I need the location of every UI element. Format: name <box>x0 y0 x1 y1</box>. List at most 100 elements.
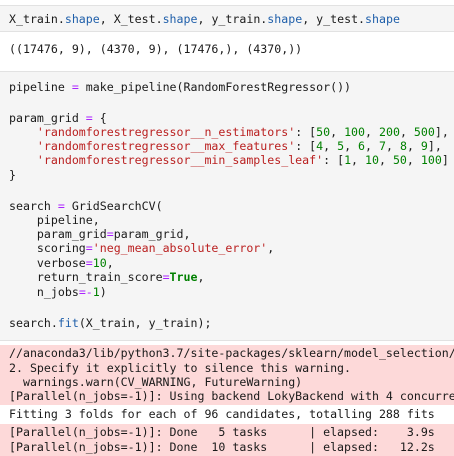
output-cell-shapes: ((17476, 9), (4370, 9), (17476,), (4370,… <box>0 36 454 66</box>
code-token: 10 <box>365 153 379 167</box>
code-token <box>9 153 37 167</box>
code-token: 100 <box>420 153 442 167</box>
code-token: param_grid <box>9 111 86 125</box>
stderr-line: [Parallel(n_jobs=-1)]: Done 5 tasks | el… <box>9 425 435 439</box>
code-token: scoring <box>9 241 86 255</box>
code-token: 200 <box>379 125 400 139</box>
code-cell-shapes[interactable]: X_train.shape, X_test.shape, y_train.sha… <box>0 5 454 32</box>
code-token: search <box>9 199 58 213</box>
code-token: , <box>323 139 338 153</box>
code-line: search.fit(X_train, y_train); <box>9 316 211 330</box>
code-token: : [ <box>295 139 317 153</box>
code-token: , <box>385 139 400 153</box>
code-token: verbose <box>9 256 86 270</box>
code-token: GridSearchCV( <box>64 199 163 213</box>
code-token: ) <box>99 285 107 299</box>
code-line: X_train.shape, X_test.shape, y_train.sha… <box>9 12 400 26</box>
code-token: 6 <box>358 139 366 153</box>
code-token: , <box>197 270 205 284</box>
code-token: X_train. <box>9 12 65 26</box>
code-line: param_grid = { <box>9 111 107 125</box>
code-token: 5 <box>337 139 345 153</box>
code-token: 50 <box>316 125 331 139</box>
code-token: , <box>406 153 421 167</box>
code-token: 'neg_mean_absolute_error' <box>92 241 268 255</box>
stderr-line: [Parallel(n_jobs=-1)]: Using backend Lok… <box>9 389 454 403</box>
code-token: fit <box>57 316 79 330</box>
code-cell-gridsearch[interactable]: pipeline = make_pipeline(RandomForestReg… <box>0 71 454 341</box>
code-line: search = GridSearchCV( <box>9 199 163 213</box>
code-token: = <box>85 241 93 255</box>
code-line: 'randomforestregressor__min_samples_leaf… <box>9 153 449 167</box>
code-token: 1 <box>92 285 100 299</box>
code-token: , <box>267 241 275 255</box>
code-line: param_grid=param_grid, <box>9 227 191 241</box>
code-token: : [ <box>295 125 317 139</box>
code-token: pipeline <box>9 80 72 94</box>
code-line: pipeline, <box>9 213 100 227</box>
code-token: shape <box>267 12 303 26</box>
code-token: : [ <box>323 153 345 167</box>
code-line: return_train_score=True, <box>9 270 205 284</box>
code-token: shape <box>162 12 198 26</box>
code-token: , <box>344 139 359 153</box>
code-token: , y_test. <box>302 12 366 26</box>
stderr-output-warning: //anaconda3/lib/python3.7/site-packages/… <box>0 345 454 405</box>
code-token: 7 <box>379 139 386 153</box>
code-token: (X_train, y_train); <box>78 316 212 330</box>
code-token: , <box>365 139 379 153</box>
code-token: ] <box>441 153 449 167</box>
code-token: = <box>162 270 170 284</box>
code-token: , <box>378 153 393 167</box>
code-token: 10 <box>92 256 107 270</box>
code-token: 50 <box>392 153 407 167</box>
code-token: return_train_score <box>9 270 163 284</box>
code-token: search. <box>9 316 58 330</box>
code-token: 1 <box>344 153 352 167</box>
code-token: 100 <box>344 125 366 139</box>
code-token: , <box>106 256 114 270</box>
code-line: verbose=10, <box>9 256 114 270</box>
code-token: = <box>57 199 65 213</box>
code-token: , y_train. <box>197 12 268 26</box>
code-token: 500 <box>413 125 435 139</box>
code-token: = <box>85 111 93 125</box>
code-token: 4 <box>316 139 324 153</box>
code-token: { <box>92 111 107 125</box>
code-token: shape <box>64 12 100 26</box>
code-token: param_grid, <box>113 227 191 241</box>
code-token: 'randomforestregressor__max_features' <box>36 139 296 153</box>
code-token: True <box>169 270 198 284</box>
code-line: 'randomforestregressor__max_features': [… <box>9 139 442 153</box>
code-token: =- <box>78 285 93 299</box>
code-token: ], <box>427 139 442 153</box>
code-token <box>9 125 37 139</box>
code-token: make_pipeline(RandomForestRegressor()) <box>78 80 352 94</box>
code-line: n_jobs=-1) <box>9 285 107 299</box>
code-token: , <box>406 139 421 153</box>
stderr-line: 2. Specify it explicitly to silence this… <box>9 361 352 375</box>
code-token: param_grid <box>9 227 107 241</box>
code-token <box>9 139 37 153</box>
stdout-output-fitting: Fitting 3 folds for each of 96 candidate… <box>0 405 454 424</box>
stdout-line: Fitting 3 folds for each of 96 candidate… <box>9 407 435 421</box>
code-line: } <box>9 168 16 182</box>
stderr-line: [Parallel(n_jobs=-1)]: Done 10 tasks | e… <box>9 440 435 454</box>
code-line: pipeline = make_pipeline(RandomForestReg… <box>9 80 351 94</box>
code-token: , <box>330 125 345 139</box>
code-token: , <box>351 153 366 167</box>
code-token: , X_test. <box>99 12 163 26</box>
code-token: 8 <box>399 139 407 153</box>
stderr-line: //anaconda3/lib/python3.7/site-packages/… <box>9 346 454 360</box>
code-token: = <box>106 227 114 241</box>
code-line: 'randomforestregressor__n_estimators': [… <box>9 125 449 139</box>
code-token: 'randomforestregressor__n_estimators' <box>36 125 296 139</box>
code-token: = <box>71 80 79 94</box>
code-token: , <box>365 125 379 139</box>
stderr-line: warnings.warn(CV_WARNING, FutureWarning) <box>9 375 303 389</box>
code-token: = <box>85 256 93 270</box>
code-token: ], <box>434 125 449 139</box>
code-token: n_jobs <box>9 285 79 299</box>
code-line: scoring='neg_mean_absolute_error', <box>9 241 274 255</box>
